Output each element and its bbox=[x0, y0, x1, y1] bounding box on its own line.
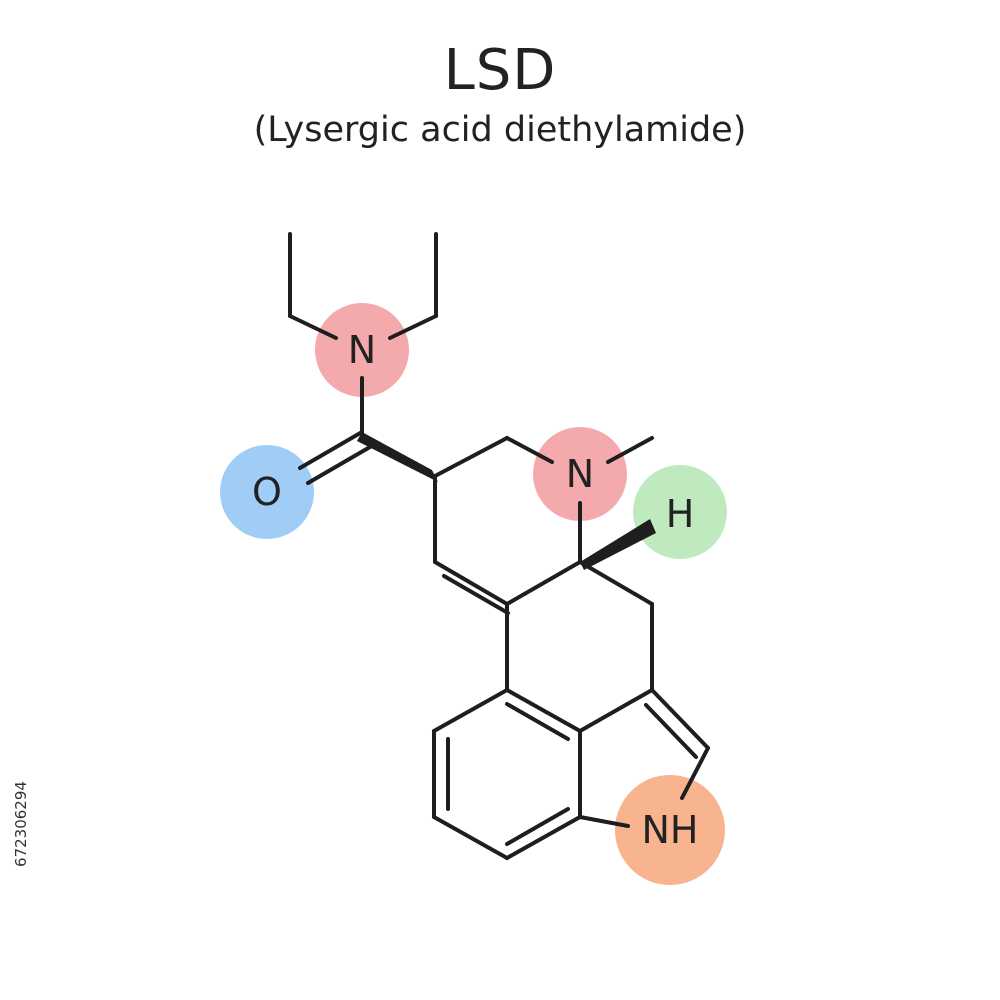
bond bbox=[432, 688, 509, 733]
amide-nitrogen-label: N bbox=[348, 328, 376, 372]
bond bbox=[433, 436, 509, 478]
bond bbox=[578, 815, 630, 828]
bond bbox=[578, 688, 654, 733]
bond bbox=[650, 688, 710, 750]
bond bbox=[298, 430, 364, 470]
bond bbox=[505, 815, 582, 860]
indole-nh-highlight bbox=[615, 775, 725, 885]
carbonyl-oxygen-highlight bbox=[220, 445, 314, 539]
bond bbox=[505, 702, 570, 741]
bond bbox=[442, 574, 510, 615]
bond bbox=[680, 746, 710, 800]
diagram-subtitle: (Lysergic acid diethylamide) bbox=[253, 110, 747, 150]
bond bbox=[505, 560, 582, 606]
wedge-bond bbox=[357, 432, 438, 482]
bond bbox=[505, 688, 582, 733]
bond bbox=[644, 703, 698, 759]
bond bbox=[578, 560, 654, 606]
bond bbox=[433, 560, 509, 606]
bond bbox=[606, 436, 654, 464]
ring-nitrogen-label: N bbox=[566, 452, 594, 496]
carbonyl-oxygen-label: O bbox=[252, 470, 282, 514]
bond bbox=[505, 436, 554, 464]
indole-nh-label: NH bbox=[642, 808, 699, 852]
amide-nitrogen-highlight bbox=[315, 303, 409, 397]
bond bbox=[388, 314, 438, 340]
bond bbox=[288, 314, 338, 340]
wedge-bond bbox=[580, 519, 656, 570]
stereo-hydrogen-label: H bbox=[666, 492, 695, 536]
diagram-title: LSD bbox=[443, 38, 557, 103]
bond bbox=[306, 445, 372, 485]
stereo-hydrogen-highlight bbox=[633, 465, 727, 559]
ring-nitrogen-highlight bbox=[533, 427, 627, 521]
bond bbox=[505, 807, 570, 846]
bond bbox=[432, 815, 509, 860]
